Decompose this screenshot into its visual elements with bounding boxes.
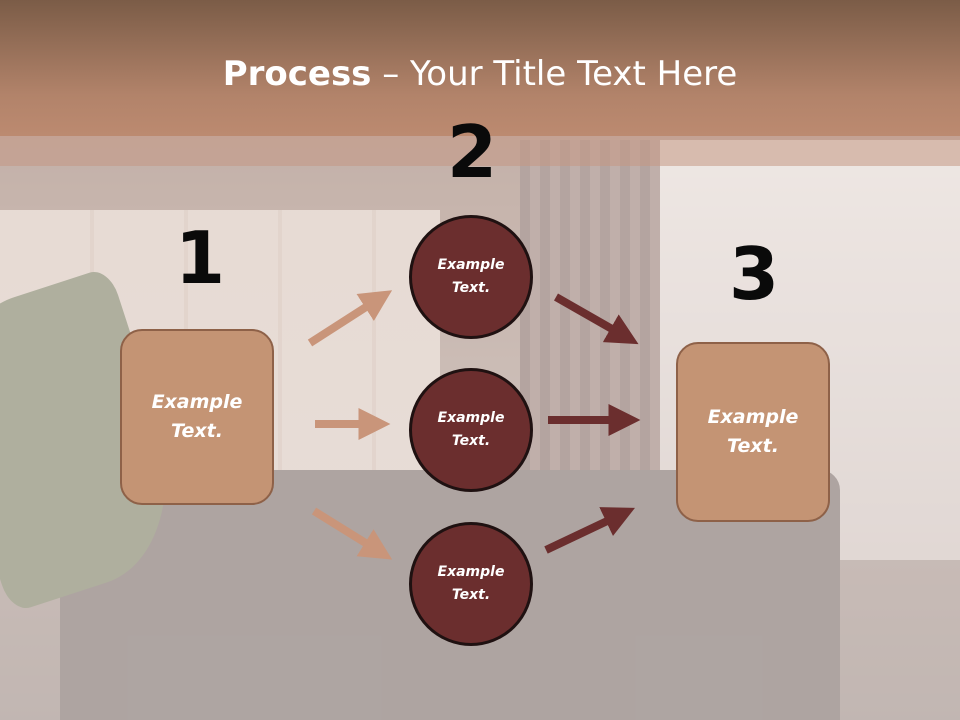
circle-top-text: Example Text. xyxy=(437,257,505,296)
step-number-2: 2 xyxy=(446,110,498,194)
right-step-box: Example Text. xyxy=(676,342,830,522)
circle-bottom-text: Example Text. xyxy=(437,564,505,603)
circle-middle-text: Example Text. xyxy=(437,410,505,449)
slide-title: Process – Your Title Text Here xyxy=(0,52,960,96)
circle-middle: Example Text. xyxy=(409,368,533,492)
title-rest: – Your Title Text Here xyxy=(371,54,738,94)
arrow-top-to-right xyxy=(554,293,639,345)
left-step-box: Example Text. xyxy=(120,329,274,505)
circle-bottom: Example Text. xyxy=(409,522,533,646)
circle-top: Example Text. xyxy=(409,215,533,339)
step-number-1: 1 xyxy=(174,216,226,300)
arrow-left-to-top xyxy=(307,290,393,347)
right-step-text: Example Text. xyxy=(707,406,799,457)
header-subband xyxy=(0,136,960,166)
title-bold: Process xyxy=(222,54,372,94)
step-number-3: 3 xyxy=(728,232,780,316)
left-step-text: Example Text. xyxy=(151,391,243,442)
header-band xyxy=(0,0,960,136)
arrow-bottom-to-right xyxy=(544,507,636,554)
arrow-left-to-bottom xyxy=(311,507,393,560)
